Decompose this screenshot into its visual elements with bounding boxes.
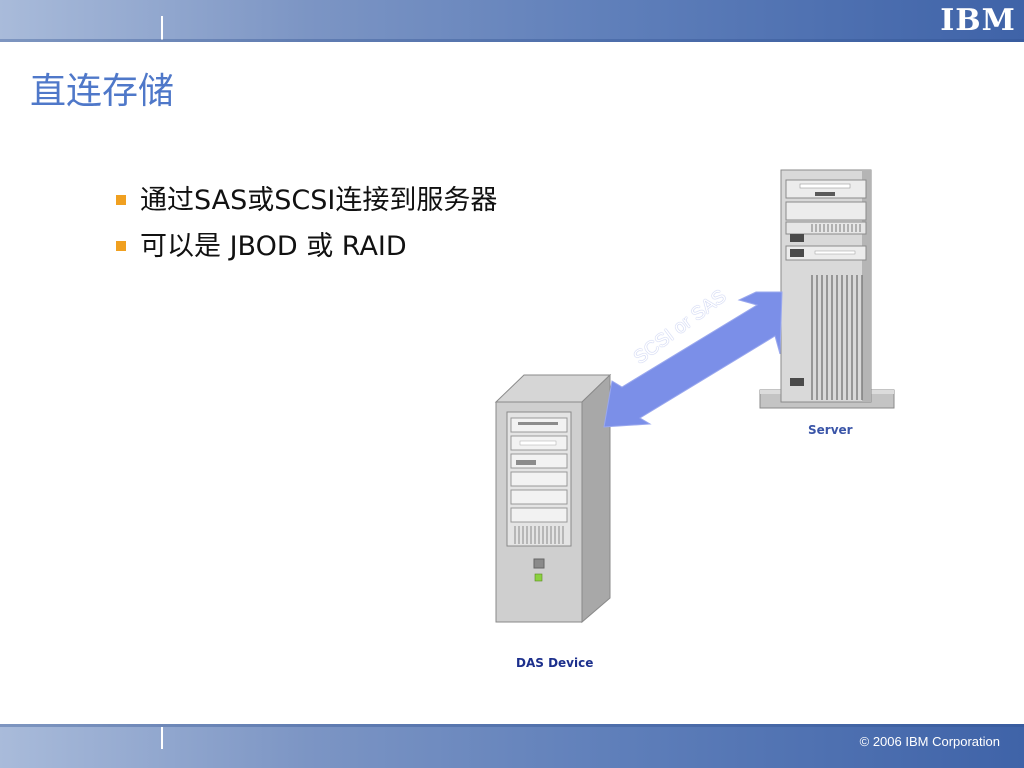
bullet-item-type: 可以是 JBOD 或 RAID xyxy=(112,224,497,270)
footer-separator xyxy=(161,727,163,749)
footer-bar: © 2006 IBM Corporation xyxy=(0,724,1024,768)
das-device-label: DAS Device xyxy=(516,656,594,670)
ibm-logo: IBM xyxy=(940,3,1016,38)
copyright-text: © 2006 IBM Corporation xyxy=(859,734,1000,749)
das-device-icon xyxy=(494,373,612,624)
bullet-list: 通过SAS或SCSI连接到服务器 可以是 JBOD 或 RAID xyxy=(112,178,497,270)
footer-shade xyxy=(0,724,1024,727)
header-separator xyxy=(161,16,163,40)
bullet-item-connection: 通过SAS或SCSI连接到服务器 xyxy=(112,178,497,224)
connection-arrow xyxy=(603,291,783,428)
slide-title: 直连存储 xyxy=(30,71,175,112)
header-bar: IBM xyxy=(0,0,1024,42)
header-shade xyxy=(0,39,1024,42)
server-label: Server xyxy=(808,423,853,437)
server-tower-icon xyxy=(759,169,895,409)
